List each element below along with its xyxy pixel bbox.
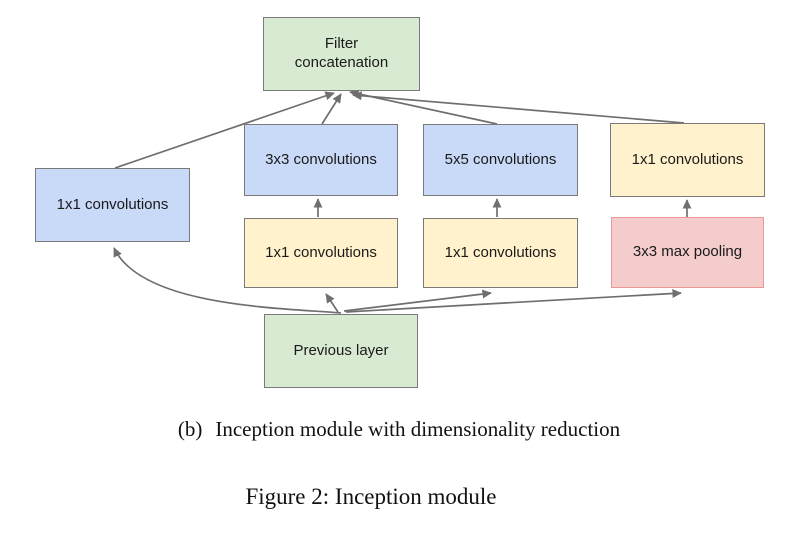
node-1x1-convolutions-mid-right-label: 1x1 convolutions [444,243,557,261]
node-3x3-convolutions-label: 3x3 convolutions [265,150,377,168]
node-previous-layer: Previous layer [264,314,418,388]
node-1x1-convolutions-mid-left-label: 1x1 convolutions [265,243,377,261]
figure-caption: Figure 2: Inception module [0,484,742,510]
node-1x1-convolutions-top-right: 1x1 convolutions [610,123,765,197]
edge-previous-to-conv1x1-mid-right [343,289,492,312]
subfigure-caption-label: (b) [177,417,203,441]
subfigure-caption-text: Inception module with dimensionality red… [215,417,621,441]
node-3x3-convolutions: 3x3 convolutions [244,124,398,196]
node-1x1-convolutions-mid-left: 1x1 convolutions [244,218,398,288]
edge-previous-to-conv1x1-left [113,247,342,314]
node-1x1-convolutions-left-label: 1x1 convolutions [56,195,169,213]
edge-conv3x3-to-concat [321,93,342,125]
node-1x1-convolutions-top-right-label: 1x1 convolutions [631,150,744,168]
node-previous-layer-label: Previous layer [293,341,389,359]
node-1x1-convolutions-mid-right: 1x1 convolutions [423,218,578,288]
edge-previous-to-conv1x1-mid-left [325,293,339,313]
node-3x3-max-pooling: 3x3 max pooling [611,217,764,288]
node-5x5-convolutions-label: 5x5 convolutions [444,150,557,168]
node-3x3-max-pooling-label: 3x3 max pooling [632,243,743,261]
edge-conv1x1-left-to-concat [114,91,335,169]
edge-previous-to-maxpool [345,288,682,313]
subfigure-caption: (b) Inception module with dimensionality … [0,417,798,442]
node-filter-concatenation-label: Filter concatenation [294,35,389,71]
figure-caption-text: Figure 2: Inception module [245,484,497,509]
node-5x5-convolutions: 5x5 convolutions [423,124,578,196]
node-filter-concatenation: Filter concatenation [263,17,420,91]
node-1x1-convolutions-left: 1x1 convolutions [35,168,190,242]
edge-conv1x1-top-right-to-concat [352,91,685,124]
